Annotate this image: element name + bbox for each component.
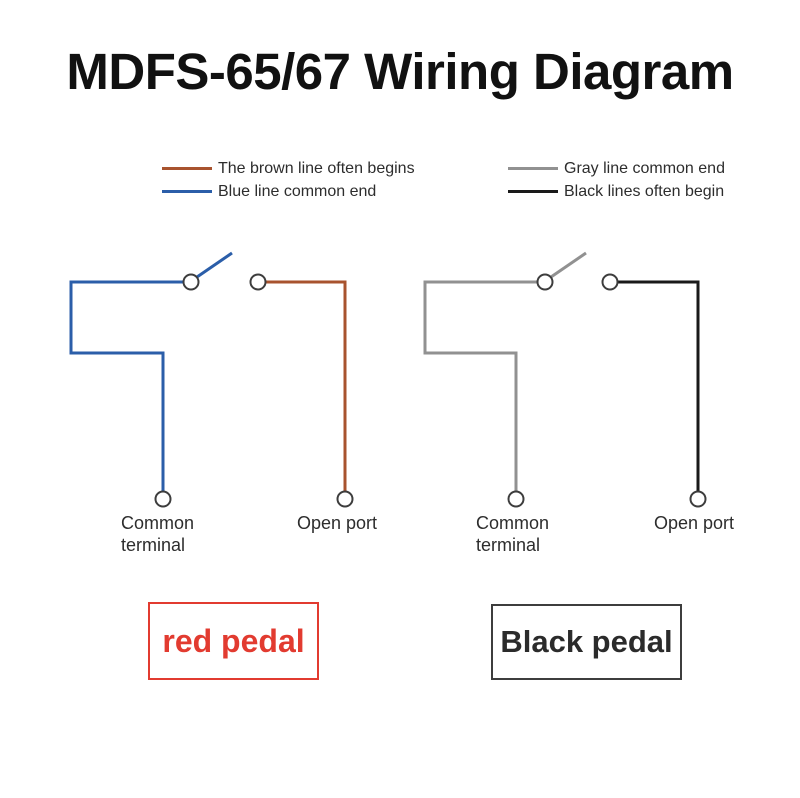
legend-right: Gray line common end Black lines often b… <box>508 157 725 203</box>
left-common-terminal-label: Common terminal <box>121 513 195 555</box>
red-pedal-box: red pedal <box>148 602 319 680</box>
legend-item-gray: Gray line common end <box>508 157 725 180</box>
legend-label-brown: The brown line often begins <box>218 159 415 177</box>
gray-line-swatch <box>508 167 558 170</box>
blue-switch-lever <box>196 251 233 279</box>
gray-switch-lever <box>550 251 587 279</box>
brown-open-wire <box>266 280 347 491</box>
legend-label-black: Black lines often begin <box>564 182 725 200</box>
right-common-terminal-circle <box>507 490 525 508</box>
legend-label-blue: Blue line common end <box>218 182 377 200</box>
right-open-port-circle <box>689 490 707 508</box>
left-open-contact-circle <box>249 273 267 291</box>
legend-item-black: Black lines often begin <box>508 180 725 203</box>
black-open-wire <box>618 280 700 491</box>
right-open-port-label: Open port <box>654 513 735 533</box>
black-line-swatch <box>508 190 558 193</box>
legend-left: The brown line often begins Blue line co… <box>162 157 415 203</box>
right-switch-terminal-circle <box>536 273 554 291</box>
gray-common-wire <box>423 280 537 491</box>
blue-common-wire <box>69 280 183 491</box>
page-title: MDFS-65/67 Wiring Diagram <box>66 43 734 100</box>
right-common-terminal-label: Common terminal <box>476 513 550 555</box>
left-switch-terminal-circle <box>182 273 200 291</box>
legend-item-brown: The brown line often begins <box>162 157 415 180</box>
black-pedal-label: Black pedal <box>500 624 673 659</box>
legend-item-blue: Blue line common end <box>162 180 415 203</box>
red-pedal-label: red pedal <box>162 622 305 659</box>
right-open-contact-circle <box>601 273 619 291</box>
left-open-port-circle <box>336 490 354 508</box>
black-pedal-box: Black pedal <box>491 604 682 680</box>
blue-line-swatch <box>162 190 212 193</box>
left-common-terminal-circle <box>154 490 172 508</box>
brown-line-swatch <box>162 167 212 170</box>
legend-label-gray: Gray line common end <box>564 159 725 177</box>
left-open-port-label: Open port <box>297 513 378 533</box>
